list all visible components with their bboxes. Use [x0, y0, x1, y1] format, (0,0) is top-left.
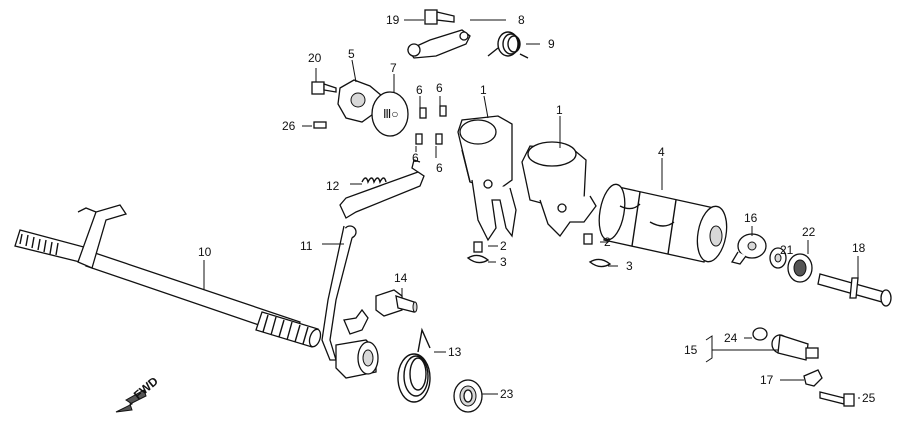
callout-2: 2 [500, 239, 507, 253]
part-6-dowel-pin-2 [439, 105, 447, 117]
part-11-stopper-arm [321, 159, 425, 361]
callout-labels: 1 1 2 3 2 3 4 5 6 6 6 6 7 8 9 10 11 12 1… [198, 13, 876, 405]
callout-6: 6 [436, 81, 443, 95]
callout-6: 6 [436, 161, 443, 175]
callout-3: 3 [626, 259, 633, 273]
callout-2: 2 [604, 235, 611, 249]
callout-6: 6 [412, 151, 419, 165]
part-6-dowel-pin-3 [415, 133, 423, 145]
callout-22: 22 [802, 225, 816, 239]
callout-7: 7 [390, 61, 397, 75]
svg-text:Ⅲ○: Ⅲ○ [383, 107, 399, 121]
part-17-clip [803, 369, 823, 387]
part-21-washer [769, 247, 787, 269]
callout-20: 20 [308, 51, 322, 65]
callout-9: 9 [548, 37, 555, 51]
part-3-clip-right [588, 258, 612, 268]
part-8-stopper-arm [406, 29, 471, 59]
part-23-oil-seal [453, 379, 483, 413]
part-2-guide-pin-right [583, 233, 593, 245]
part-1-shift-fork-right [521, 141, 597, 238]
callout-15: 15 [684, 343, 698, 357]
callout-6: 6 [416, 83, 423, 97]
part-24-o-ring [752, 327, 768, 341]
part-6-dowel-pin-1 [419, 107, 427, 119]
part-1-shift-fork-left [457, 115, 517, 242]
callout-19: 19 [386, 13, 400, 27]
fwd-label: FWD [131, 374, 161, 403]
part-13-return-spring [397, 327, 431, 403]
part-3-clip-left [466, 254, 490, 264]
leader-lines [203, 19, 860, 399]
callout-25: 25 [862, 391, 876, 405]
part-6-dowel-pin-4 [435, 133, 443, 145]
callout-3: 3 [500, 255, 507, 269]
callout-16: 16 [744, 211, 758, 225]
part-9-stopper-spring [487, 31, 529, 59]
callout-1: 1 [480, 83, 487, 97]
callout-26: 26 [282, 119, 296, 133]
part-11-pivot-collar [335, 339, 379, 379]
callout-8: 8 [518, 13, 525, 27]
part-20-bolt [311, 81, 337, 95]
part-19-bolt [424, 9, 455, 25]
callout-11: 11 [300, 239, 313, 253]
callout-18: 18 [852, 241, 866, 255]
callout-23: 23 [500, 387, 514, 401]
part-4-shift-drum [598, 183, 728, 263]
callout-13: 13 [448, 345, 462, 359]
part-12-spring [361, 177, 387, 185]
callout-17: 17 [760, 373, 774, 387]
fwd-arrow-icon [115, 389, 147, 413]
callout-1: 1 [556, 103, 563, 117]
callout-12: 12 [326, 179, 340, 193]
part-25-bolt [819, 391, 855, 407]
part-15-collar-shaft [771, 334, 819, 361]
callout-21: 21 [780, 243, 794, 257]
callout-4: 4 [658, 145, 665, 159]
part-2-guide-pin-left [473, 241, 483, 253]
callout-24: 24 [724, 331, 738, 345]
callout-10: 10 [198, 245, 212, 259]
part-22-bearing [787, 253, 813, 283]
part-10-gearshift-spindle [14, 204, 322, 348]
callout-14: 14 [394, 271, 408, 285]
part-18-shaft [817, 273, 892, 307]
part-14-pin-bolt [375, 289, 418, 317]
callout-5: 5 [348, 47, 355, 61]
part-16-plate [730, 233, 767, 265]
part-7-drum-plate: Ⅲ○ [371, 91, 409, 137]
part-26-pin [313, 121, 327, 129]
